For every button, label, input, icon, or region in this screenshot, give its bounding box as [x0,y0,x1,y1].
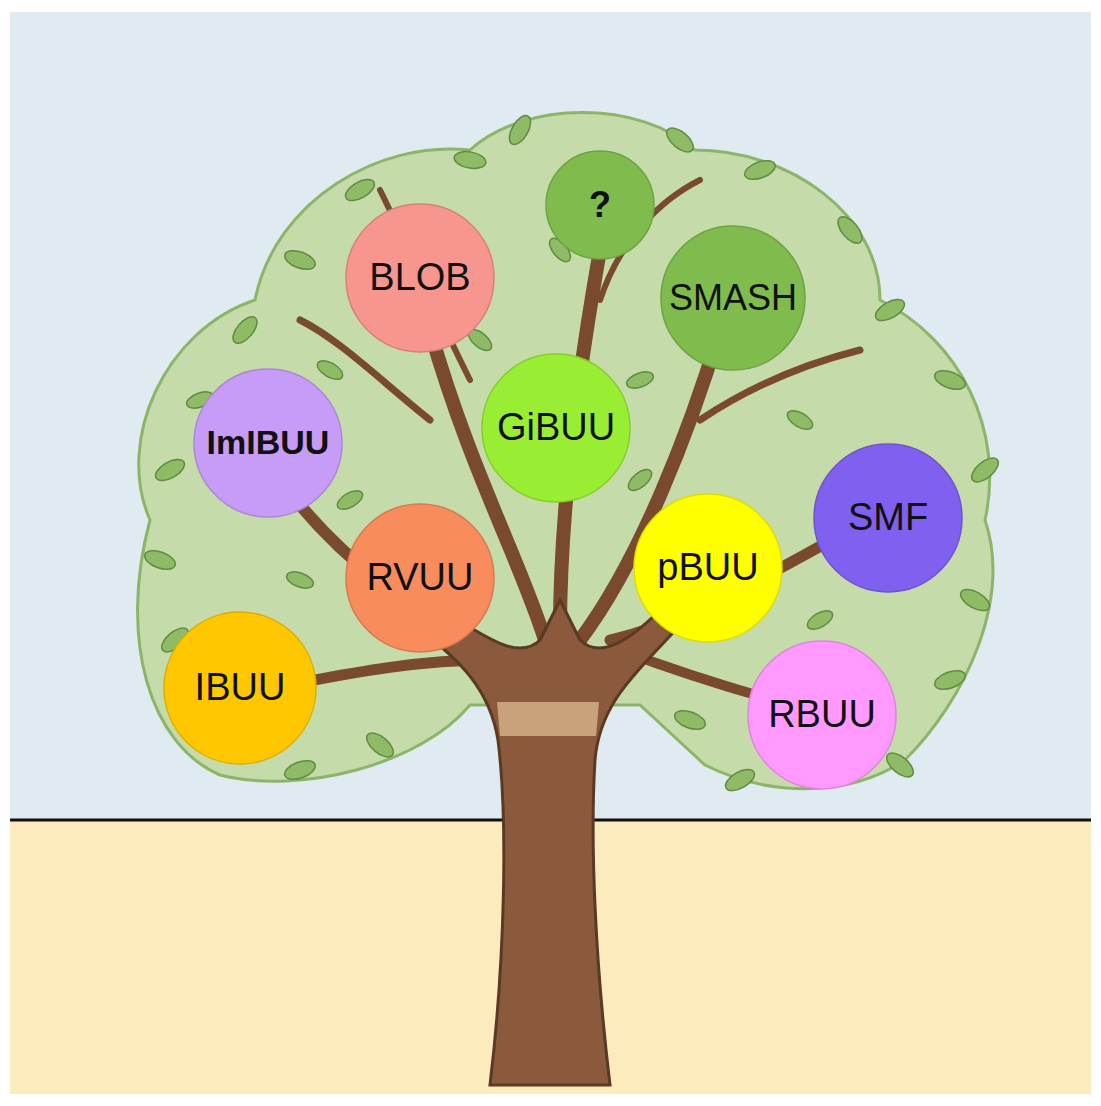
code-circle: IBUU [163,611,317,765]
circle-shape [546,151,654,259]
trunk-band [497,702,599,736]
code-circle: GiBUU [481,353,631,503]
code-name: SMF [848,497,928,539]
text-holder: RBUU [768,694,876,736]
code-name: ? [589,185,611,225]
code-circle: RBUU [747,640,897,790]
code-name: RBUU [768,694,876,736]
trunk [420,600,680,1085]
code-circle: SMF [813,443,963,593]
text-holder: ? [589,185,611,225]
text-holder: SMF [848,497,928,539]
code-name: RVUU [367,557,474,599]
circle-shape [634,494,782,642]
code-name: pBUU [657,547,758,589]
code-circle: SMASH [660,225,806,371]
code-name: IBUU [195,667,286,709]
circle-shape [194,369,342,517]
circle-shape [346,504,494,652]
text-holder: pBUU [657,547,758,589]
circle-shape [482,354,630,502]
text-holder: IBUU [195,667,286,709]
text-holder: GiBUU [497,407,615,449]
code-name: GiBUU [497,407,615,449]
code-name: SMASH [669,278,797,318]
code-circle: ImIBUU [193,368,343,518]
code-circle: pBUU [633,493,783,643]
code-circle: ? [545,150,655,260]
code-circle: RVUU [345,503,495,653]
text-holder: RVUU [367,557,474,599]
circle-shape [661,226,805,370]
circle-shape [346,204,494,352]
text-holder: ImIBUU [207,424,330,461]
code-circle: BLOB [345,203,495,353]
circle-shape [748,641,896,789]
text-holder: SMASH [669,278,797,318]
circle-shape [164,612,316,764]
circle-shape [814,444,962,592]
text-holder: BLOB [369,257,470,299]
code-name: BLOB [369,257,470,299]
code-name: ImIBUU [207,424,330,461]
